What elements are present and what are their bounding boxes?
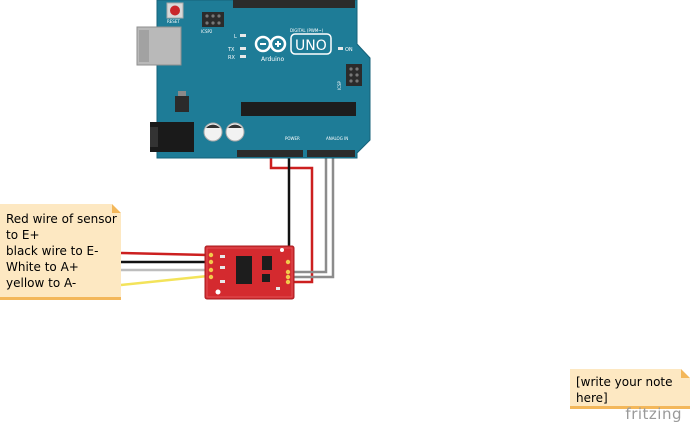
- icsp2-label: ICSP2: [201, 29, 213, 34]
- digital-header: [233, 0, 355, 8]
- wiring-note[interactable]: Red wire of sensor to E+ black wire to E…: [0, 204, 121, 300]
- hx711-module[interactable]: [204, 245, 295, 300]
- arduino-uno-board[interactable]: RESET ICSP2 DIGITAL (PWM~) L TX RX UNO: [136, 0, 371, 159]
- note-line: here]: [576, 391, 608, 405]
- note-line: to E+: [6, 228, 40, 242]
- reset-label: RESET: [167, 19, 180, 24]
- icsp2-header: [202, 12, 224, 27]
- rx-led-label: RX: [228, 55, 235, 61]
- arduino-logo-icon: [254, 35, 287, 53]
- icsp-header: [346, 64, 362, 86]
- hx711-chip: [236, 256, 252, 284]
- analog-header: [307, 150, 355, 157]
- board-name: Arduino: [261, 56, 285, 63]
- digital-label: DIGITAL (PWM~): [290, 28, 324, 33]
- l-led-label: L: [234, 34, 237, 40]
- note-fold-icon: [112, 204, 121, 213]
- fritzing-logo: fritzing: [625, 405, 682, 423]
- placeholder-note[interactable]: [write your note here]: [570, 369, 690, 409]
- wire-sensor-yellow[interactable]: [120, 274, 209, 287]
- icsp-label: ICSP: [337, 80, 342, 90]
- note-line: Red wire of sensor: [6, 212, 117, 226]
- note-line: White to A+: [6, 260, 79, 274]
- atmega-chip: [241, 102, 356, 116]
- board-model: UNO: [295, 38, 327, 54]
- note-line: black wire to E-: [6, 244, 99, 258]
- wire-sensor-red[interactable]: [120, 251, 209, 257]
- note-line: [write your note: [576, 375, 673, 389]
- power-header: [237, 150, 303, 157]
- on-led-label: ON: [345, 47, 353, 53]
- analog-label: ANALOG IN: [326, 136, 348, 141]
- wire-5v-red[interactable]: [269, 153, 314, 284]
- power-label: POWER: [285, 136, 300, 141]
- capacitors: [203, 122, 245, 142]
- tx-led-label: TX: [227, 47, 235, 53]
- note-fold-icon: [681, 369, 690, 378]
- note-line: yellow to A-: [6, 276, 77, 290]
